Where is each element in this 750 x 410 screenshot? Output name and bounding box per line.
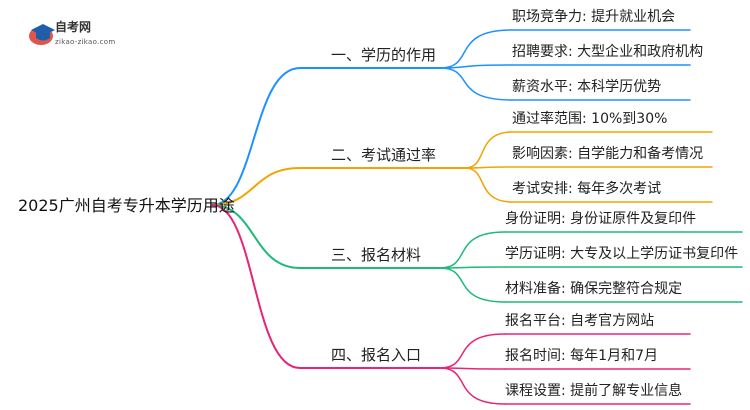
branch-leaf-connector [439, 333, 506, 369]
leaf-node: 薪资水平: 本科学历优势 [512, 79, 662, 95]
logo-url: zikao-zikao.com [55, 38, 116, 46]
leaf-node: 影响因素: 自学能力和备考情况 [512, 146, 704, 162]
branch-leaf-connector [439, 29, 513, 69]
branch-node-2: 二、考试通过率 [331, 146, 437, 164]
branch-leaf-connector [439, 67, 513, 101]
branch-node-3: 三、报名材料 [331, 246, 422, 264]
branch-leaf-connector [464, 167, 513, 203]
branch-leaf-connector [464, 166, 513, 169]
root-branch-connector [211, 167, 301, 206]
branch-leaf-connector [464, 131, 513, 169]
branch-leaf-connector [439, 367, 506, 405]
leaf-node: 报名时间: 每年1月和7月 [505, 348, 658, 364]
leaf-node: 通过率范围: 10%到30% [512, 111, 668, 127]
root-branch-connector [211, 204, 301, 369]
branch-leaf-connector [439, 231, 506, 269]
branch-leaf-connector [439, 267, 506, 303]
leaf-node: 报名平台: 自考官方网站 [505, 313, 655, 329]
branch-leaf-connector [439, 266, 506, 269]
branch-node-4: 四、报名入口 [331, 346, 422, 364]
root-node: 2025广州自考专升本学历用途 [18, 196, 235, 215]
leaf-node: 招聘要求: 大型企业和政府机构 [512, 44, 704, 60]
leaf-node: 考试安排: 每年多次考试 [512, 181, 662, 197]
logo-name: 自考网 [55, 20, 92, 34]
leaf-node: 材料准备: 确保完整符合规定 [505, 281, 683, 297]
branch-leaf-connector [439, 367, 506, 370]
leaf-node: 身份证明: 身份证原件及复印件 [505, 211, 697, 227]
graduation-cap-icon [29, 24, 55, 45]
root-branch-connector [211, 67, 301, 206]
leaf-node: 课程设置: 提前了解专业信息 [505, 383, 683, 399]
leaf-node: 职场竞争力: 提升就业机会 [512, 9, 676, 25]
root-branch-connector [211, 204, 301, 269]
branch-node-1: 一、学历的作用 [331, 46, 437, 64]
branch-leaf-connector [439, 64, 513, 69]
leaf-node: 学历证明: 大专及以上学历证书复印件 [505, 246, 739, 262]
